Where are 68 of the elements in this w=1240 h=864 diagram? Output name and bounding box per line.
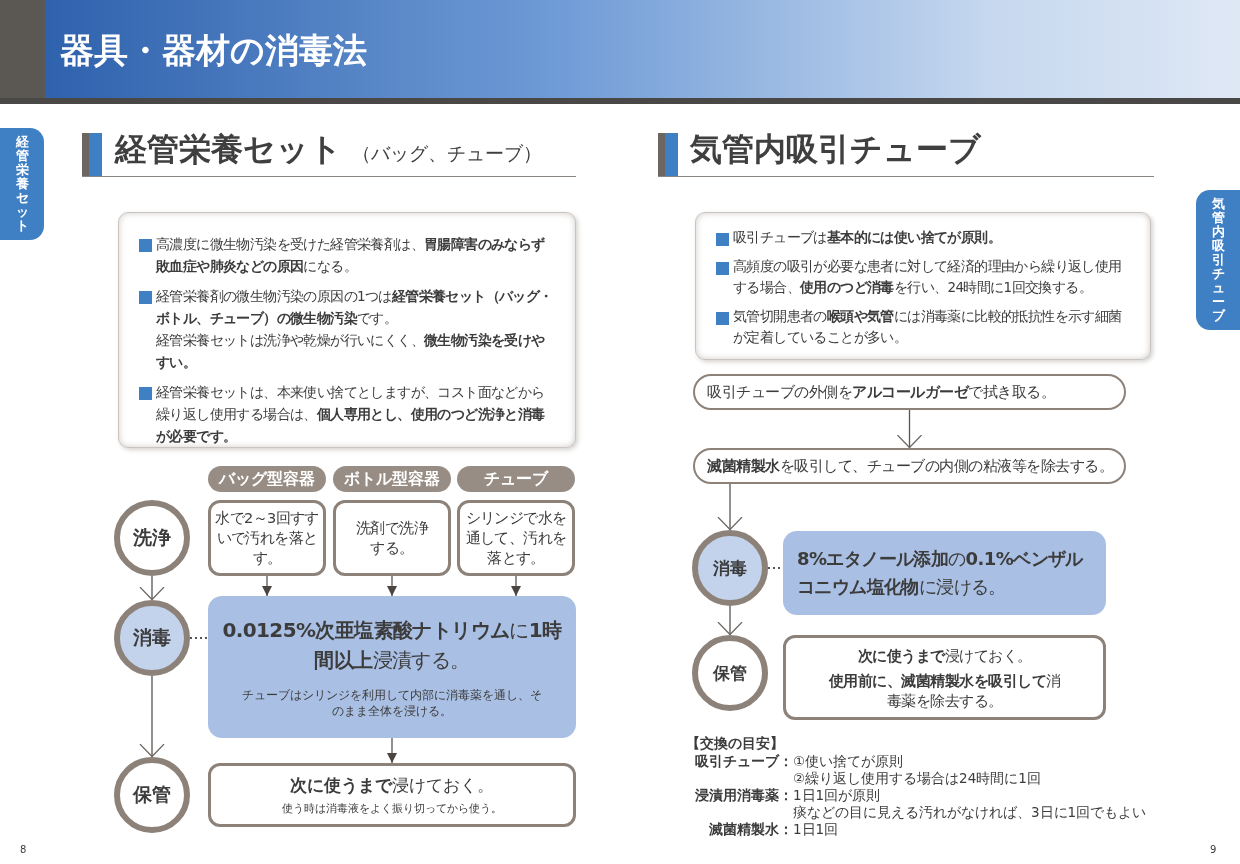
page-number: 8 [20,844,27,856]
heading-note: （バッグ、チューブ） [352,143,542,165]
notes-text: 痰などの目に見える汚れがなければ、3日に1回でもよい [793,804,1147,820]
arrow [387,575,397,597]
bullet-text: 経管栄養セットは洗浄や乾燥が行いにくく、微生物汚染を受けやすい。 [156,331,546,372]
arrow [139,675,165,758]
instruction-text: 次に使うまで浸けておく。 [857,645,1032,667]
section-heading: 気管内吸引チューブ [690,131,981,168]
bullet-text: 吸引チューブは基本的には使い捨てが原則。 [733,228,1002,247]
instruction-box [783,531,1106,615]
dotted-line [189,637,209,639]
notes-term: 浸漬用消毒薬： [694,787,793,803]
column-header [457,466,575,492]
notes-heading: 【交換の目安】 [686,736,784,752]
step-box [457,500,575,576]
step-box [693,448,1126,484]
step-label: 消毒 [133,625,171,650]
instruction-box [783,635,1106,720]
instruction-box [208,596,576,738]
step-label: 保管 [133,782,171,807]
info-panel [695,212,1151,360]
instruction-text: 使う時は消毒液をよく振り切ってから使う。 [282,801,502,817]
instruction-text: 次に使うまで浸けておく。 [290,774,494,797]
tab-label: 気管内吸引チューブ [1210,197,1226,323]
column-header [333,466,451,492]
notes-text: ②繰り返し使用する場合は24時間に1回 [793,770,1041,786]
bullet-text: 高濃度に微生物汚染を受けた経管栄養剤は、胃腸障害のみならず敗血症や肺炎などの原因になる。 [156,235,546,276]
arrow [387,737,397,764]
notes-term: 吸引チューブ： [694,753,793,769]
instruction-text: 洗剤で洗浄する。 [355,519,430,558]
step-label: 洗浄 [133,525,171,550]
notes-text: ①使い捨てが原則 [793,753,904,769]
instruction-text: 8%エタノール添加の0.1%ベンザルコニウム塩化物に浸ける。 [797,547,1085,599]
bullet-text: 高頻度の吸引が必要な患者に対して経済的理由から繰り返し使用する場合、使用のつど消毒を行い、24時間に1回交換する。 [733,257,1123,297]
instruction-text: チューブはシリンジを利用して内部に消毒薬を通し、そのまま全体を浸ける。 [241,687,543,719]
instruction-box [208,763,576,827]
column-header [208,466,326,492]
bullet-text: 経管栄養セットは、本来使い捨てとしますが、コスト面などから繰り返し使用する場合は、個人専用とし、使用のつど洗浄と消毒が必要です。 [156,383,546,446]
header-label: チューブ [484,468,548,490]
step-label: 消毒 [713,556,747,580]
instruction-text: 吸引チューブの外側をアルコールガーゼで拭き取る。 [707,382,1055,402]
section-heading: 経管栄養セット [115,131,342,168]
arrow [717,483,743,531]
arrow [139,575,165,601]
step-label: 保管 [713,661,747,685]
arrow [717,605,743,636]
bullet-text: 経管栄養剤の微生物汚染の原因の1つは経管栄養セット（バッグ・ボトル、チューブ）の微生物汚染です。 [156,287,554,328]
arrow [511,575,521,597]
notes-term: 滅菌精製水： [708,821,793,837]
instruction-text: 滅菌精製水を吸引して、チューブの内側の粘液等を除去する。 [707,456,1113,476]
page-number: 9 [1210,844,1217,856]
arrow [896,409,923,449]
instruction-text: シリンジで水を通して、汚れを落とす。 [464,509,568,568]
arrow [262,575,272,597]
header-label: バッグ型容器 [219,468,315,490]
instruction-text: 0.0125%次亜塩素酸ナトリウムに1時間以上浸漬する。 [221,617,563,674]
header-label: ボトル型容器 [344,468,440,490]
bullet-text: 気管切開患者の喉頭や気管には消毒薬に比較的抵抗性を示す細菌が定着していることが多い。 [733,307,1123,347]
notes-text: 1日1回が原則 [793,787,881,803]
step-box [693,374,1126,410]
instruction-text: 使用前に、滅菌精製水を吸引して消毒薬を除去する。 [827,670,1062,711]
info-panel [118,212,576,448]
step-box [208,500,326,576]
instruction-text: 水で2～3回すすいで汚れを落とす。 [214,509,320,568]
step-box [333,500,451,576]
page-title: 器具・器材の消毒法 [60,29,367,72]
notes-text: 1日1回 [793,821,839,837]
tab-label: 経管栄養セット [14,135,30,233]
